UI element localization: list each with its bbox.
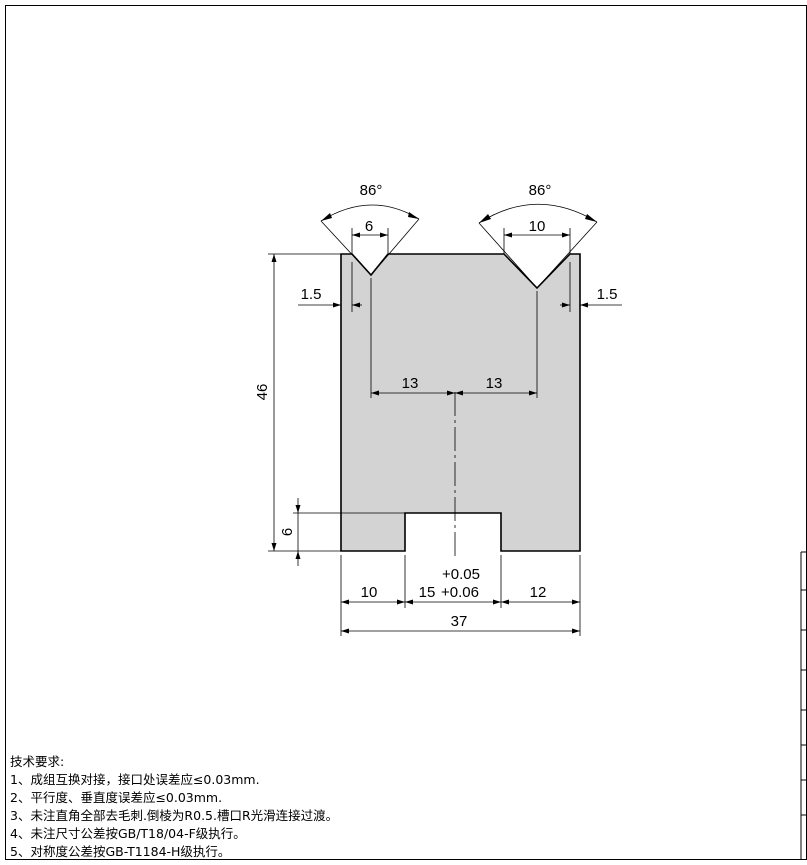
arrow — [333, 302, 341, 308]
dim-label-total-width: 37 — [451, 613, 468, 630]
arrow — [562, 302, 570, 308]
arrow — [341, 628, 349, 634]
arrow — [352, 232, 360, 238]
arrow — [493, 599, 501, 605]
technical-notes: 技术要求: 1、成组互换对接，接口处误差应≤0.03mm. 2、平行度、垂直度误… — [10, 754, 338, 859]
notes-item: 3、未注直角全部去毛刺.倒棱为R0.5.槽口R光滑连接过渡。 — [10, 808, 338, 823]
notes-item: 2、平行度、垂直度误差应≤0.03mm. — [10, 790, 222, 805]
notes-item: 5、对称度公差按GB-T1184-H级执行。 — [10, 844, 230, 859]
dim-label-right-edge-offset: 1.5 — [597, 286, 618, 303]
angle-dim-right — [478, 203, 598, 289]
angle-arrow-right-b — [585, 214, 597, 222]
dim-label-right-v-to-center: 13 — [486, 375, 503, 392]
notes-heading: 技术要求: — [10, 754, 64, 769]
arrow — [580, 302, 588, 308]
dim-label-height: 46 — [254, 384, 271, 401]
arrow — [341, 599, 349, 605]
dim-label-left-v-to-center: 13 — [402, 375, 419, 392]
arrow — [529, 390, 537, 396]
arrow — [371, 390, 379, 396]
arrow — [455, 390, 463, 396]
part-profile — [340, 253, 581, 552]
arrow — [397, 599, 405, 605]
dim-label-right-v-width: 10 — [529, 218, 546, 235]
arrow — [572, 599, 580, 605]
dim-label-left-v-width: 6 — [365, 218, 373, 235]
angle-label-left: 86° — [360, 182, 383, 199]
dim-bottom-row — [340, 555, 581, 636]
angle-label-right: 86° — [529, 182, 552, 199]
angle-arrow-left-a — [321, 213, 332, 221]
arrow — [504, 232, 512, 238]
dim-label-bottom-left: 10 — [361, 584, 378, 601]
arrow — [380, 232, 388, 238]
dim-label-slot-width: 15 — [419, 584, 436, 601]
arrow — [271, 543, 277, 551]
arrow — [562, 232, 570, 238]
arrow — [447, 390, 455, 396]
arrow — [295, 551, 301, 559]
dim-height — [268, 253, 341, 552]
arrow — [271, 254, 277, 262]
dim-right-v-width — [503, 228, 571, 254]
angle-arrow-right-a — [479, 214, 491, 223]
angle-arrow-left-b — [408, 212, 419, 219]
dim-label-slot-depth: 6 — [279, 528, 296, 536]
notes-item: 1、成组互换对接，接口处误差应≤0.03mm. — [10, 772, 260, 787]
arrow — [352, 302, 360, 308]
arrow — [501, 599, 509, 605]
dim-label-slot-tol-upper: +0.05 — [442, 566, 480, 583]
dim-label-slot-tol-lower: +0.06 — [441, 584, 479, 601]
arrow — [405, 599, 413, 605]
arrow — [572, 628, 580, 634]
title-block-edge — [800, 551, 807, 860]
dim-label-bottom-right: 12 — [530, 584, 547, 601]
dim-label-left-edge-offset: 1.5 — [301, 286, 322, 303]
notes-item: 4、未注尺寸公差按GB/T18/04-F级执行。 — [10, 826, 246, 841]
arrow — [295, 505, 301, 513]
